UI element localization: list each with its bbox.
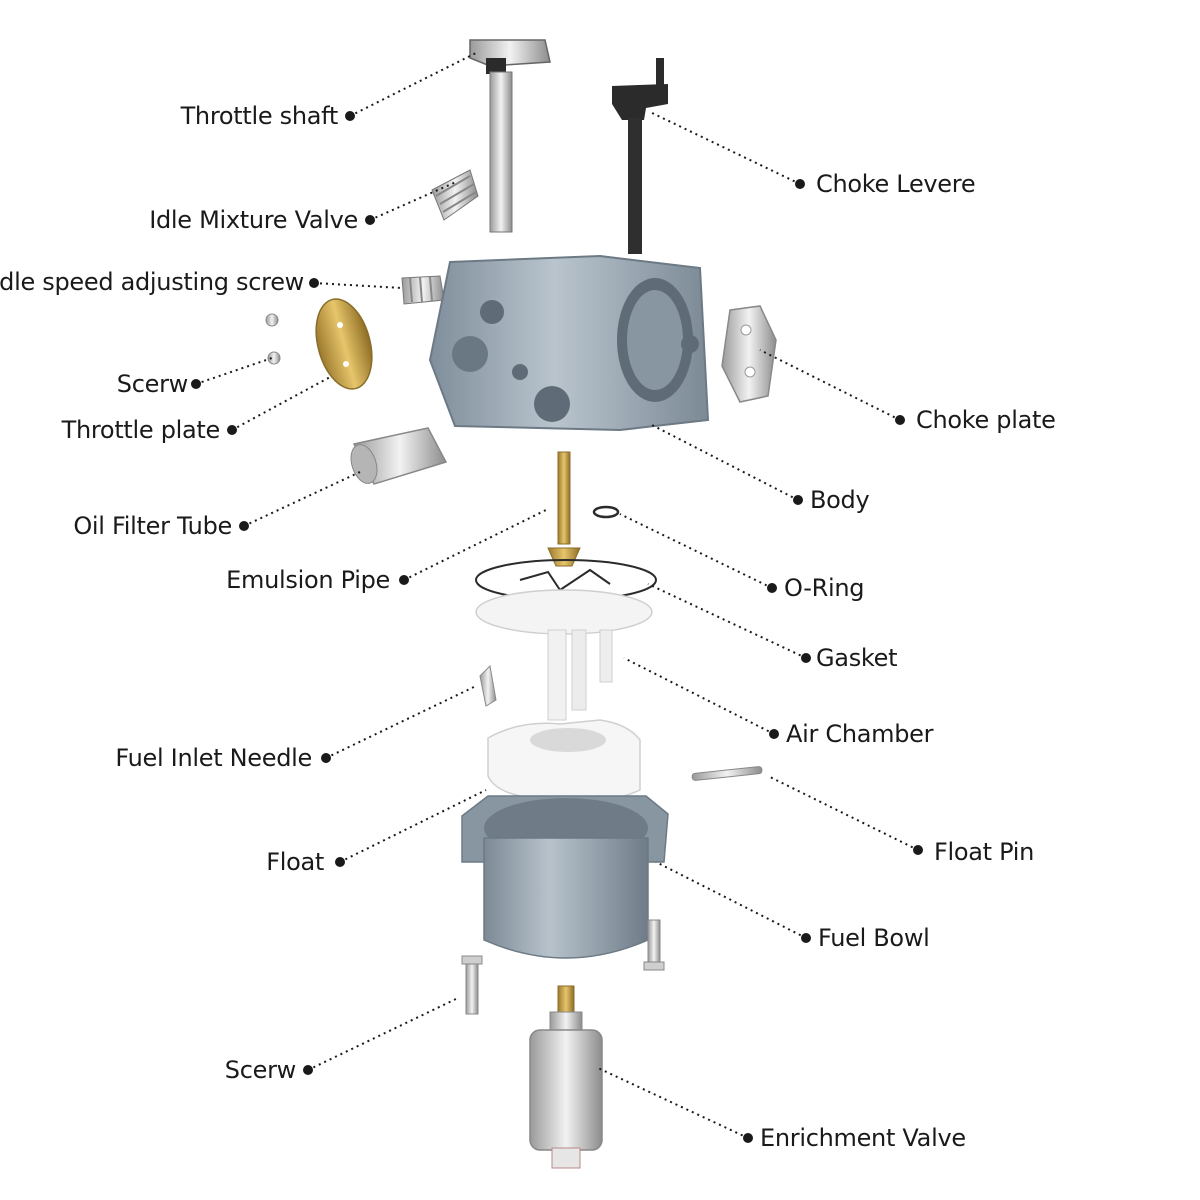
label-oil-filter-tube: Oil Filter Tube [73,512,232,540]
o-ring-part [592,505,620,519]
label-float: Float [266,848,324,876]
idle-mixture-valve-part [431,169,479,221]
label-body: Body [810,486,870,514]
float-pin-part [691,766,763,781]
label-gasket: Gasket [816,644,898,672]
label-choke-levere: Choke Levere [816,170,976,198]
label-air-chamber: Air Chamber [786,720,934,748]
float-part [487,719,641,804]
label-scerw-top: Scerw [116,370,189,398]
label-float-pin: Float Pin [934,838,1035,866]
label-idle-mixture-valve: Idle Mixture Valve [149,206,358,234]
leader-lines [195,51,919,1139]
leader-dots [191,111,923,1143]
enrichment-valve-part [529,985,603,1169]
label-throttle-plate: Throttle plate [61,416,221,444]
small-screws-bottom [461,919,665,1015]
fuel-bowl-part [461,795,669,959]
idle-speed-screw-part [401,275,445,305]
label-fuel-inlet-needle: Fuel Inlet Needle [115,744,312,772]
small-screws-top [265,313,281,365]
label-enrichment-valve: Enrichment Valve [760,1124,966,1152]
label-idle-speed-adjusting-screw: Idle speed adjusting screw [0,268,304,296]
label-scerw-bottom: Scerw [224,1056,297,1084]
label-fuel-bowl: Fuel Bowl [818,924,930,952]
label-emulsion-pipe: Emulsion Pipe [226,566,390,594]
emulsion-pipe-part [547,451,581,567]
fuel-inlet-needle-part [479,664,497,707]
oil-filter-tube-part [350,427,448,485]
choke-lever-part [612,58,668,254]
carburetor-body-part [428,254,710,432]
choke-plate-part [721,305,777,403]
throttle-shaft-part [469,39,551,233]
air-chamber-part [475,589,653,721]
label-o-ring: O-Ring [784,574,865,602]
throttle-plate-part [315,298,373,390]
label-throttle-shaft: Throttle shaft [180,102,339,130]
label-choke-plate: Choke plate [916,406,1056,434]
